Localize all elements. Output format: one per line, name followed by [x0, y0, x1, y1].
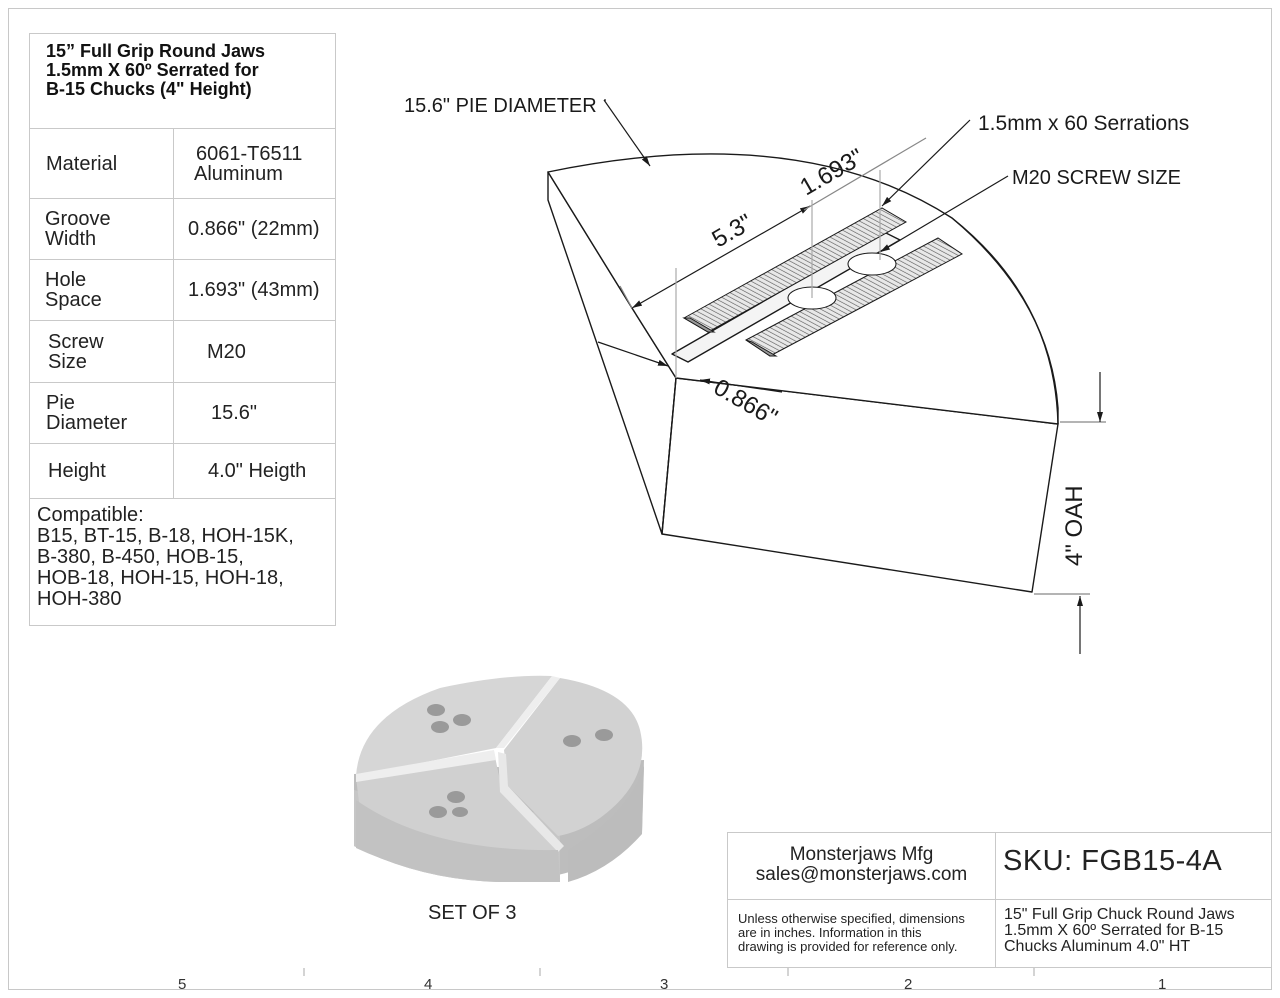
sku-text: SKU: FGB15-4A [1003, 845, 1223, 877]
spec-label-text: Groove [45, 208, 111, 230]
note-line: are in inches. Information in this [738, 925, 922, 940]
zone-ticks [303, 968, 1035, 976]
compatible-heading: Compatible: [37, 504, 144, 526]
zone-number: 1 [1158, 976, 1167, 993]
zone-number: 3 [660, 976, 669, 993]
set-of-3-label: SET OF 3 [428, 902, 517, 924]
note-line: drawing is provided for reference only. [738, 939, 958, 954]
jaw-front-edge [661, 377, 677, 535]
spec-title: 15” Full Grip Round Jaws 1.5mm X 60º Ser… [29, 33, 336, 129]
spec-value: 15.6" [173, 382, 336, 444]
spec-label-text: Size [48, 350, 87, 373]
spec-label-text: Pie [46, 392, 75, 414]
compatible-line: B-380, B-450, HOB-15, [37, 546, 244, 568]
compatible-line: B15, BT-15, B-18, HOH-15K, [37, 525, 294, 547]
spec-value-text: 1.693" (43mm) [188, 279, 320, 301]
spec-title-line: 1.5mm X 60º Serrated for [46, 60, 259, 80]
company-name: Monsterjaws Mfg [789, 844, 934, 865]
set-of-3-render [354, 675, 644, 882]
spec-label-text: Screw [48, 330, 104, 353]
serrations-label: 1.5mm x 60 Serrations [978, 112, 1189, 135]
compatible-list: Compatible: B15, BT-15, B-18, HOH-15K, B… [29, 498, 336, 626]
spec-label-text: Width [45, 228, 97, 250]
compatible-line: HOB-18, HOH-15, HOH-18, [37, 567, 284, 589]
company-email: sales@monsterjaws.com [755, 864, 968, 885]
zone-number: 5 [178, 976, 187, 993]
spec-title-line: 15” Full Grip Round Jaws [46, 41, 266, 61]
screw-size-label: M20 SCREW SIZE [1012, 167, 1181, 189]
jaw-arc-edge [951, 217, 1059, 424]
spec-label-text: Hole [45, 269, 87, 291]
spec-row-compatible: Compatible: B15, BT-15, B-18, HOH-15K, B… [29, 498, 336, 626]
spec-table: 15” Full Grip Round Jaws 1.5mm X 60º Ser… [29, 33, 336, 626]
spec-value-text: 15.6" [211, 402, 258, 424]
pie-diameter-label: 15.6" PIE DIAMETER [404, 95, 597, 117]
spec-label-text: Diameter [46, 412, 128, 434]
description-line: 15" Full Grip Chuck Round Jaws [1004, 906, 1235, 923]
spec-value-text: 4.0" Heigth [208, 460, 307, 482]
spec-value-text: M20 [207, 340, 246, 363]
company-cell: Monsterjaws Mfg sales@monsterjaws.com [727, 832, 996, 900]
height-dimension: 4" OAH [1061, 485, 1088, 566]
title-block: Monsterjaws Mfg sales@monsterjaws.com SK… [727, 832, 1272, 968]
note-line: Unless otherwise specified, dimensions [738, 911, 965, 926]
description-line: Chucks Aluminum 4.0" HT [1004, 938, 1191, 955]
spec-value-text: 6061-T6511 [196, 142, 303, 165]
spec-label: Height [29, 443, 174, 499]
spec-label-text: Space [45, 289, 102, 311]
spec-value: 1.693" (43mm) [173, 259, 336, 321]
spec-value-text: 0.866" (22mm) [188, 218, 320, 240]
jaw-body [547, 153, 1059, 593]
dimension-lines [597, 99, 1106, 654]
compatible-line: HOH-380 [37, 588, 122, 610]
spec-title-line: B-15 Chucks (4" Height) [46, 79, 252, 99]
note-cell: Unless otherwise specified, dimensions a… [727, 899, 996, 968]
spec-value: 4.0" Heigth [173, 443, 336, 499]
drawing-sheet-border [8, 8, 1272, 990]
zone-number: 4 [424, 976, 433, 993]
screw-hole [847, 252, 897, 276]
spec-label-text: Height [48, 460, 106, 482]
spec-value: 0.866" (22mm) [173, 198, 336, 260]
description-cell: 15" Full Grip Chuck Round Jaws 1.5mm X 6… [995, 899, 1272, 968]
description-line: 1.5mm X 60º Serrated for B-15 [1004, 922, 1224, 939]
spec-label-text: Material [46, 152, 118, 175]
spec-value: M20 [173, 320, 336, 383]
zone-number: 2 [904, 976, 913, 993]
spec-value-text: Aluminum [194, 162, 283, 185]
sku-cell: SKU: FGB15-4A [995, 832, 1272, 900]
spec-row-height: Height 4.0" Heigth [29, 443, 336, 499]
